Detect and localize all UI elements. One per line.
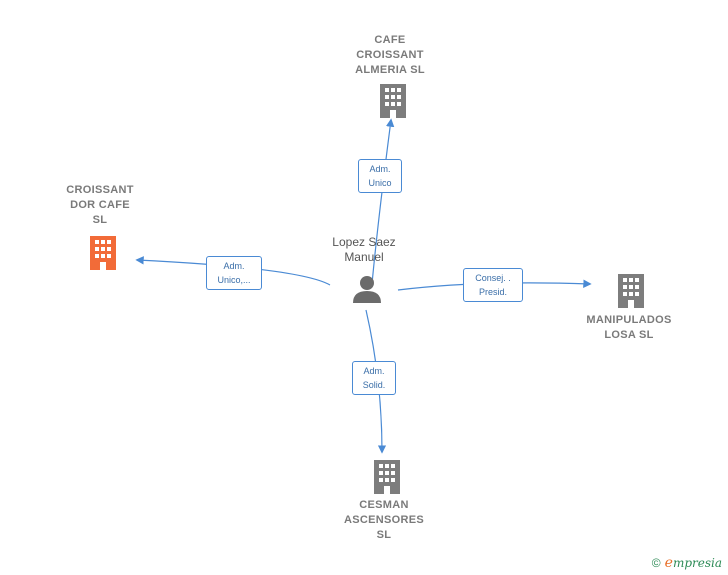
empresia-logo[interactable]: empresia: [664, 555, 722, 571]
footer-brand: © empresia: [652, 555, 722, 571]
building-icon[interactable]: [618, 274, 644, 308]
copyright-icon: ©: [651, 556, 661, 570]
relation-box-cesman[interactable]: Adm. Solid.: [352, 361, 396, 395]
relation-box-cafe-croissant[interactable]: Adm. Unico: [358, 159, 402, 193]
relation-box-croissant-dor[interactable]: Adm. Unico,...: [206, 256, 262, 290]
building-icon-highlight[interactable]: [90, 236, 116, 270]
building-icon[interactable]: [380, 84, 406, 118]
edge-to-croissant-dor: [135, 256, 331, 286]
company-croissant-dor-label[interactable]: CROISSANT DOR CAFE SL: [66, 184, 134, 226]
company-manipulados-label[interactable]: MANIPULADOS LOSA SL: [586, 314, 672, 341]
building-icon[interactable]: [374, 460, 400, 494]
company-cesman-label[interactable]: CESMAN ASCENSORES SL: [343, 499, 425, 541]
person-name-label[interactable]: Lopez Saez Manuel: [332, 235, 396, 264]
company-cafe-croissant-label[interactable]: CAFE CROISSANT ALMERIA SL: [355, 34, 425, 76]
edge-to-cafe-croissant: [371, 118, 395, 285]
person-icon[interactable]: [353, 276, 381, 303]
relation-box-manipulados[interactable]: Consej. . Presid.: [463, 268, 523, 302]
